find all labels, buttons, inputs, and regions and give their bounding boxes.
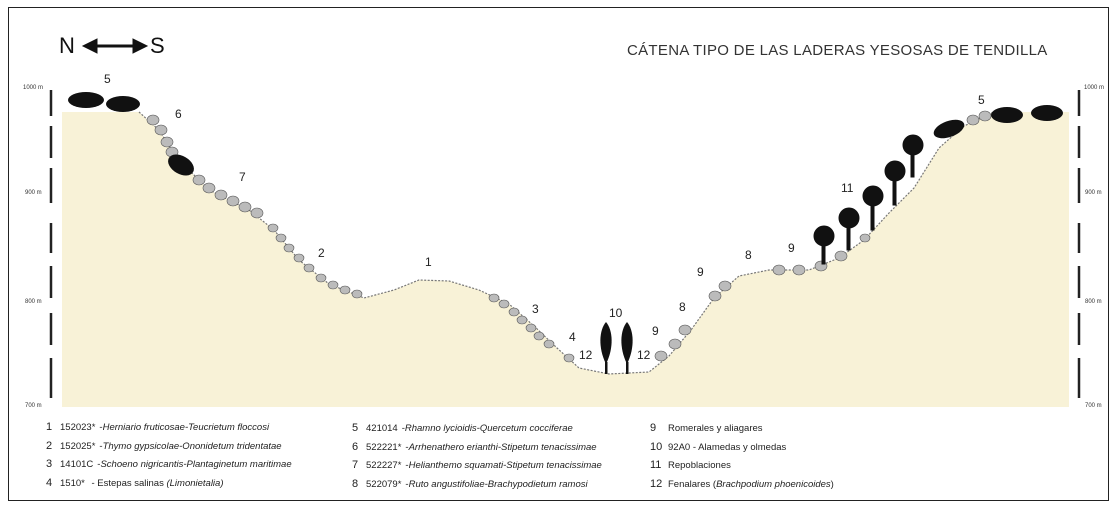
zone-label-7: 7 bbox=[239, 170, 246, 184]
zone-label-11: 11 bbox=[841, 181, 854, 195]
legend-name: Helianthemo squamati-Stipetum tenacissim… bbox=[408, 460, 602, 471]
legend-separator: Repoblaciones bbox=[668, 460, 731, 471]
legend-separator: - bbox=[97, 459, 101, 470]
legend-number: 10 bbox=[650, 441, 663, 453]
shrub-canopies bbox=[68, 92, 1063, 176]
legend-item-5: 5 421014 - Rhamno lycioidis-Quercetum co… bbox=[352, 422, 573, 434]
diagram-frame: N S CÁTENA TIPO DE LAS LADERAS YESOSAS D… bbox=[8, 7, 1109, 501]
zone-label-8-b: 8 bbox=[745, 248, 752, 262]
reforestation-trees bbox=[813, 134, 924, 265]
legend-name: (Limonietalia) bbox=[166, 478, 224, 489]
legend-name: Arrhenathero erianthi-Stipetum tenacissi… bbox=[408, 442, 597, 453]
zone-label-12-b: 12 bbox=[637, 348, 651, 362]
catena-profile bbox=[49, 38, 1081, 407]
legend-name: Brachpodium phoenicoides bbox=[716, 479, 831, 490]
left-altitude-900: 900 m bbox=[25, 190, 42, 196]
legend-separator: - bbox=[401, 423, 405, 434]
legend-name: Rhamno lycioidis-Quercetum cocciferae bbox=[404, 423, 573, 434]
legend-number: 1 bbox=[46, 421, 53, 433]
legend-code: 14101C bbox=[60, 459, 94, 470]
legend-code: 152023* bbox=[60, 422, 96, 433]
terrain-fill bbox=[62, 112, 1069, 407]
legend-number: 11 bbox=[650, 459, 662, 471]
legend-item-8: 8 522079* - Ruto angustifoliae-Brachypod… bbox=[352, 478, 588, 490]
zone-label-5-left: 5 bbox=[104, 72, 111, 86]
legend-suffix: ) bbox=[830, 479, 834, 490]
legend-number: 2 bbox=[46, 440, 53, 452]
legend-item-11: 11 Repoblaciones bbox=[650, 459, 731, 471]
zone-label-1: 1 bbox=[425, 255, 432, 269]
legend-item-2: 2 152025* - Thymo gypsicolae-Ononidetum … bbox=[46, 440, 282, 452]
zone-label-5-right: 5 bbox=[978, 93, 985, 107]
left-altitude-1000: 1000 m bbox=[23, 85, 44, 91]
legend-code: 522227* bbox=[366, 460, 402, 471]
legend-code: 522079* bbox=[366, 479, 402, 490]
legend-code: 1510* bbox=[60, 478, 85, 489]
legend-number: 9 bbox=[650, 422, 657, 434]
legend-item-3: 3 14101C - Schoeno nigricantis-Plantagin… bbox=[46, 458, 292, 470]
south-label: S bbox=[150, 33, 165, 58]
diagram-title: CÁTENA TIPO DE LAS LADERAS YESOSAS DE TE… bbox=[627, 42, 1048, 59]
legend-name: Schoeno nigricantis-Plantaginetum mariti… bbox=[100, 459, 292, 470]
legend-number: 7 bbox=[352, 459, 359, 471]
legend-name: Herniario fruticosae-Teucrietum floccosi bbox=[102, 422, 270, 433]
legend-name: Ruto angustifoliae-Brachypodietum ramosi bbox=[408, 479, 588, 490]
north-south-arrow bbox=[81, 38, 149, 54]
legend-separator: - bbox=[405, 460, 409, 471]
legend-code: 522221* bbox=[366, 442, 402, 453]
riparian-trees bbox=[600, 322, 633, 374]
legend-code: 152025* bbox=[60, 441, 96, 452]
zone-label-2: 2 bbox=[318, 246, 325, 260]
legend-number: 6 bbox=[352, 441, 359, 453]
legend-number: 12 bbox=[650, 478, 663, 490]
legend-number: 8 bbox=[352, 478, 359, 490]
legend-number: 4 bbox=[46, 477, 53, 489]
legend-separator: 92A0 - Alamedas y olmedas bbox=[668, 442, 787, 453]
legend-item-12: 12 Fenalares (Brachpodium phoenicoides) bbox=[650, 478, 834, 490]
zone-label-10: 10 bbox=[609, 306, 623, 320]
left-altitude-700: 700 m bbox=[25, 403, 42, 409]
zone-label-9-b: 9 bbox=[697, 265, 704, 279]
legend-item-9: 9 Romerales y aliagares bbox=[650, 422, 763, 434]
north-label: N bbox=[59, 33, 75, 58]
legend-item-7: 7 522227* - Helianthemo squamati-Stipetu… bbox=[352, 459, 602, 471]
legend-number: 5 bbox=[352, 422, 359, 434]
left-altitude-800: 800 m bbox=[25, 299, 42, 305]
legend-separator: - bbox=[99, 422, 103, 433]
legend-item-10: 10 92A0 - Alamedas y olmedas bbox=[650, 441, 786, 453]
legend-item-4: 4 1510* - Estepas salinas (Limonietalia) bbox=[46, 477, 224, 489]
legend-number: 3 bbox=[46, 458, 53, 470]
legend-name: Thymo gypsicolae-Ononidetum tridentatae bbox=[102, 441, 282, 452]
right-altitude-800: 800 m bbox=[1085, 299, 1102, 305]
legend-separator: - bbox=[405, 442, 409, 453]
zone-label-9-c: 9 bbox=[788, 241, 795, 255]
legend-separator: Romerales y aliagares bbox=[668, 423, 763, 434]
legend-separator: - bbox=[405, 479, 409, 490]
legend-separator: Fenalares ( bbox=[668, 479, 717, 490]
legend-separator: - Estepas salinas bbox=[88, 478, 167, 489]
legend-separator: - bbox=[99, 441, 103, 452]
zone-label-8-a: 8 bbox=[679, 300, 686, 314]
zone-label-9-a: 9 bbox=[652, 324, 659, 338]
scrub-vegetation bbox=[146, 110, 992, 363]
zone-label-6: 6 bbox=[175, 107, 182, 121]
zone-label-12-a: 12 bbox=[579, 348, 593, 362]
right-altitude-700: 700 m bbox=[1085, 403, 1102, 409]
zone-label-3: 3 bbox=[532, 302, 539, 316]
right-altitude-900: 900 m bbox=[1085, 190, 1102, 196]
right-altitude-1000: 1000 m bbox=[1084, 85, 1105, 91]
legend-item-6: 6 522221* - Arrhenathero erianthi-Stipet… bbox=[352, 441, 597, 453]
zone-label-4: 4 bbox=[569, 330, 576, 344]
legend-item-1: 1 152023* - Herniario fruticosae-Teucrie… bbox=[46, 421, 269, 433]
legend-code: 421014 bbox=[366, 423, 398, 434]
